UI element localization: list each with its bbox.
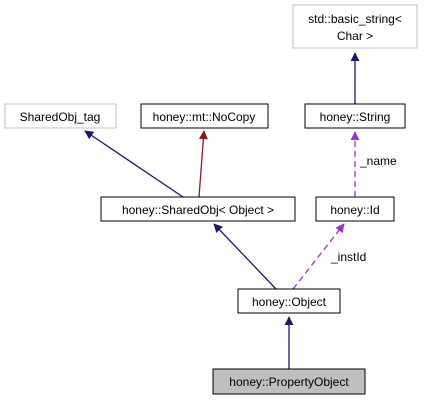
- class-node-nocopy[interactable]: honey::mt::NoCopy: [140, 103, 269, 129]
- class-node-sharedobj[interactable]: honey::SharedObj< Object >: [100, 196, 296, 222]
- edge-sharedobj-object: [213, 223, 277, 290]
- class-node-object[interactable]: honey::Object: [237, 288, 341, 314]
- class-node-label: honey::SharedObj< Object >: [122, 203, 274, 217]
- edge-label-instid: _instId: [330, 250, 366, 264]
- edge-sharedobj-tag-sharedobj: [84, 130, 184, 198]
- class-node-label: honey::PropertyObject: [229, 375, 349, 389]
- class-node-label: honey::String: [320, 110, 391, 124]
- class-node-label: Char >: [337, 29, 373, 43]
- class-node-label: honey::Id: [330, 203, 379, 217]
- class-node-string[interactable]: honey::String: [304, 103, 406, 129]
- class-node-id[interactable]: honey::Id: [315, 196, 395, 222]
- class-node-label: honey::Object: [252, 295, 327, 309]
- class-node-label: SharedObj_tag: [20, 110, 101, 124]
- class-node-label: honey::mt::NoCopy: [153, 110, 256, 124]
- edge-nocopy-sharedobj: [198, 130, 208, 198]
- edge-id-object: [292, 223, 345, 290]
- class-node-basic-string[interactable]: std::basic_string< Char >: [292, 4, 418, 49]
- class-node-label: std::basic_string<: [308, 12, 402, 26]
- class-node-sharedobj-tag[interactable]: SharedObj_tag: [4, 103, 117, 129]
- edge-label-name: _name: [359, 154, 397, 168]
- class-node-propertyobject[interactable]: honey::PropertyObject: [212, 368, 366, 395]
